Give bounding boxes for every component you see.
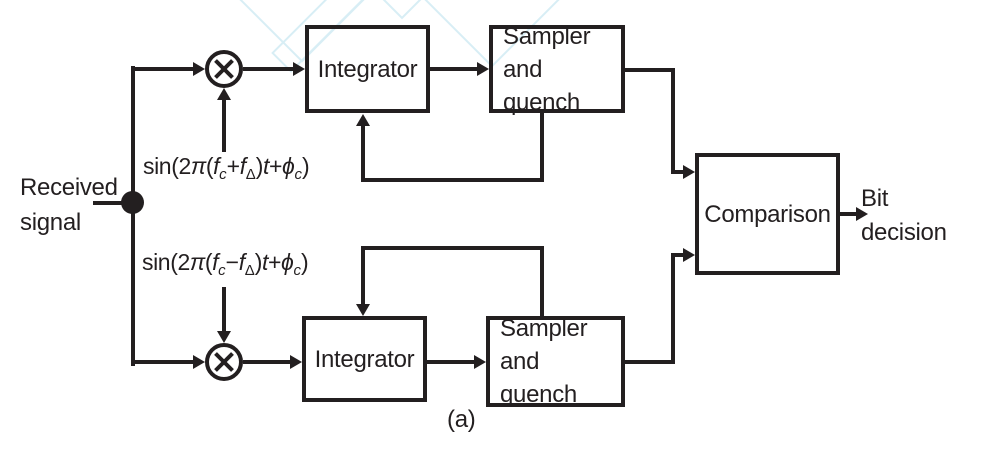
sampler-bottom-block: Sampler and quench [486,315,625,408]
bit-decision-line1: Bit [861,185,889,212]
wire-bottomintegrator-to-sampler [427,360,474,364]
multiplier-bottom [205,343,243,381]
wire-top-to-multiplier [131,67,193,71]
multiplier-top [205,50,243,88]
arrowhead-into-bottom-integrator [290,355,302,369]
arrowhead-into-top-sampler [477,62,489,76]
formula-top: sin(2π(fc+fΔ)t+ϕc) [143,153,310,183]
arrowhead-into-bottom-multiplier-top [217,331,231,343]
wire-bottom-feedback-horizontal [361,246,544,250]
integrator-top-block: Integrator [305,25,430,113]
wire-topsampler-out-vertical [671,68,675,174]
comparison-label: Comparison [704,200,831,228]
comparison-block: Comparison [695,153,840,275]
integrator-bottom-block: Integrator [302,316,427,402]
wire-bottom-feedback-return [361,250,365,304]
arrowhead-into-comparison-top [683,165,695,179]
wire-top-oscillator [222,100,226,152]
junction-dot [121,191,144,214]
wire-bottom-oscillator [222,287,226,333]
wire-top-feedback-riser [540,113,544,182]
figure-caption: (a) [447,406,476,433]
wire-bottomsampler-out-vertical [671,255,675,364]
wire-topmult-to-integrator [243,67,293,71]
integrator-bottom-label: Integrator [314,345,415,373]
formula-bottom: sin(2π(fc−fΔ)t+ϕc) [142,249,309,279]
arrowhead-into-comparison-bottom [683,248,695,262]
sampler-bottom-line2: and quench [500,348,577,408]
received-signal-line2: signal [20,209,81,236]
received-signal-line1: Received [20,174,118,201]
sampler-bottom-line1: Sampler [500,315,588,342]
wire-received-stub [93,201,131,205]
wire-top-feedback-return [361,126,365,182]
wire-comparison-input-top [671,170,683,174]
bit-decision-line2: decision [861,219,947,246]
wire-topsampler-out-horizontal [625,68,675,72]
wire-bottom-to-multiplier [131,360,193,364]
arrowhead-into-top-multiplier-bottom [217,88,231,100]
wire-comparison-output [840,212,856,216]
arrowhead-into-top-multiplier [193,62,205,76]
wire-bottommult-to-integrator [243,360,290,364]
received-signal-label: Received signal [20,170,118,240]
wire-bottom-feedback-riser [540,250,544,316]
arrowhead-feedback-into-bottom-integrator [356,304,370,316]
sampler-top-block: Sampler and quench [489,23,625,116]
wire-comparison-input-bottom [671,253,683,257]
wire-trunk-vertical [131,66,135,366]
wire-topintegrator-to-sampler [430,67,477,71]
arrowhead-feedback-into-top-integrator [356,114,370,126]
arrowhead-into-top-integrator [293,62,305,76]
sampler-top-line2: and quench [503,55,580,116]
bit-decision-label: Bit decision [861,182,947,250]
wire-top-feedback-horizontal [361,178,544,182]
arrowhead-into-bottom-multiplier [193,355,205,369]
integrator-top-label: Integrator [317,55,418,83]
wire-bottomsampler-out-horizontal [625,360,675,364]
sampler-top-line1: Sampler [503,22,591,50]
arrowhead-bit-decision [856,207,868,221]
arrowhead-into-bottom-sampler [474,355,486,369]
